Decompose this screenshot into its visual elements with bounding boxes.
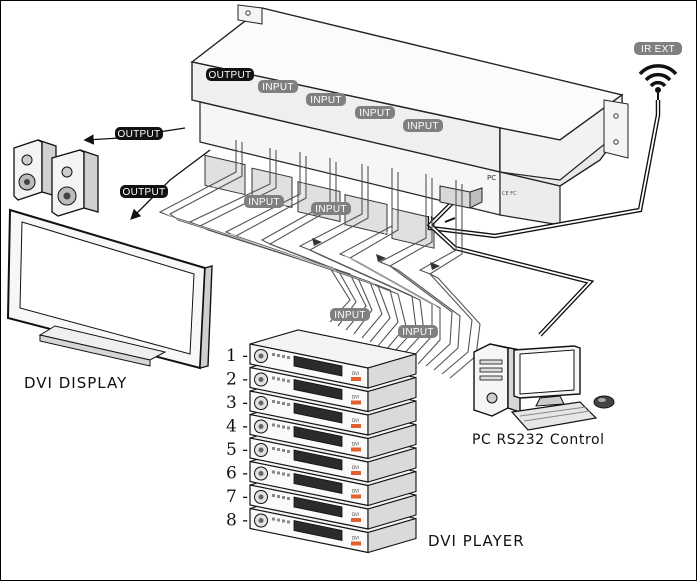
ir-sensor-icon: IR EXT [634, 42, 682, 100]
player-number-label: 7 - [226, 487, 248, 507]
svg-text:INPUT: INPUT [359, 108, 391, 119]
player-number-label: 5 - [226, 440, 248, 460]
tag-input-cable-c: INPUT [330, 308, 370, 321]
svg-text:OUTPUT: OUTPUT [123, 187, 166, 198]
player-number-label: 1 - [226, 346, 248, 366]
svg-text:DVI: DVI [352, 512, 359, 517]
tag-output-left: OUTPUT [115, 127, 163, 140]
input-cable-bundle-highlight [164, 141, 437, 363]
mouse-icon [593, 395, 615, 409]
dvi-player-label: DVI PLAYER [428, 532, 525, 550]
tag-input-cable-b: INPUT [311, 202, 351, 215]
player-number-labels: 1 - 2 - 3 - 4 - 5 - 6 - 7 - 8 - [226, 346, 248, 531]
svg-text:DVI: DVI [352, 536, 359, 541]
speaker-icon [51, 149, 99, 217]
svg-text:INPUT: INPUT [310, 95, 342, 106]
dvi-player-icon: DVI [249, 329, 417, 389]
svg-text:DVI: DVI [352, 371, 359, 376]
monitor-icon [6, 208, 213, 370]
tag-output-mid: OUTPUT [120, 185, 168, 198]
svg-text:INPUT: INPUT [402, 327, 434, 338]
svg-text:INPUT: INPUT [334, 310, 366, 321]
tag-input-1: INPUT [258, 80, 298, 93]
svg-text:DVI: DVI [352, 418, 359, 423]
dvi-display-label: DVI DISPLAY [24, 374, 127, 392]
tag-output-top: OUTPUT [206, 68, 254, 81]
player-number-label: 3 - [226, 393, 248, 413]
desktop-pc-icon [473, 343, 598, 431]
svg-text:INPUT: INPUT [262, 82, 294, 93]
svg-text:INPUT: INPUT [248, 197, 280, 208]
svg-text:INPUT: INPUT [407, 121, 439, 132]
svg-text:DVI: DVI [352, 465, 359, 470]
svg-text:IR EXT: IR EXT [641, 44, 675, 55]
tag-input-cable-a: INPUT [244, 195, 284, 208]
pc-control-label: PC RS232 Control [472, 432, 605, 448]
tag-input-4: INPUT [403, 119, 443, 132]
svg-text:DVI: DVI [352, 489, 359, 494]
player-number-label: 4 - [226, 417, 248, 437]
player-number-label: 8 - [226, 511, 248, 531]
svg-text:OUTPUT: OUTPUT [209, 70, 252, 81]
svg-text:PC: PC [487, 174, 496, 182]
tag-input-3: INPUT [355, 106, 395, 119]
cable-direction-arrows [312, 238, 440, 270]
tag-input-2: INPUT [306, 93, 346, 106]
speaker-icon [13, 139, 57, 201]
player-number-label: 6 - [226, 464, 248, 484]
dvi-player-stack: DVI DVI DVI DVI DVI DVI DVI DVI [249, 329, 417, 554]
svg-text:DVI: DVI [352, 395, 359, 400]
svg-text:OUTPUT: OUTPUT [118, 129, 161, 140]
player-number-label: 2 - [226, 370, 248, 390]
svg-text:INPUT: INPUT [315, 204, 347, 215]
tag-input-cable-d: INPUT [398, 325, 438, 338]
svg-text:CE FC: CE FC [502, 191, 517, 197]
svg-text:DVI: DVI [352, 442, 359, 447]
